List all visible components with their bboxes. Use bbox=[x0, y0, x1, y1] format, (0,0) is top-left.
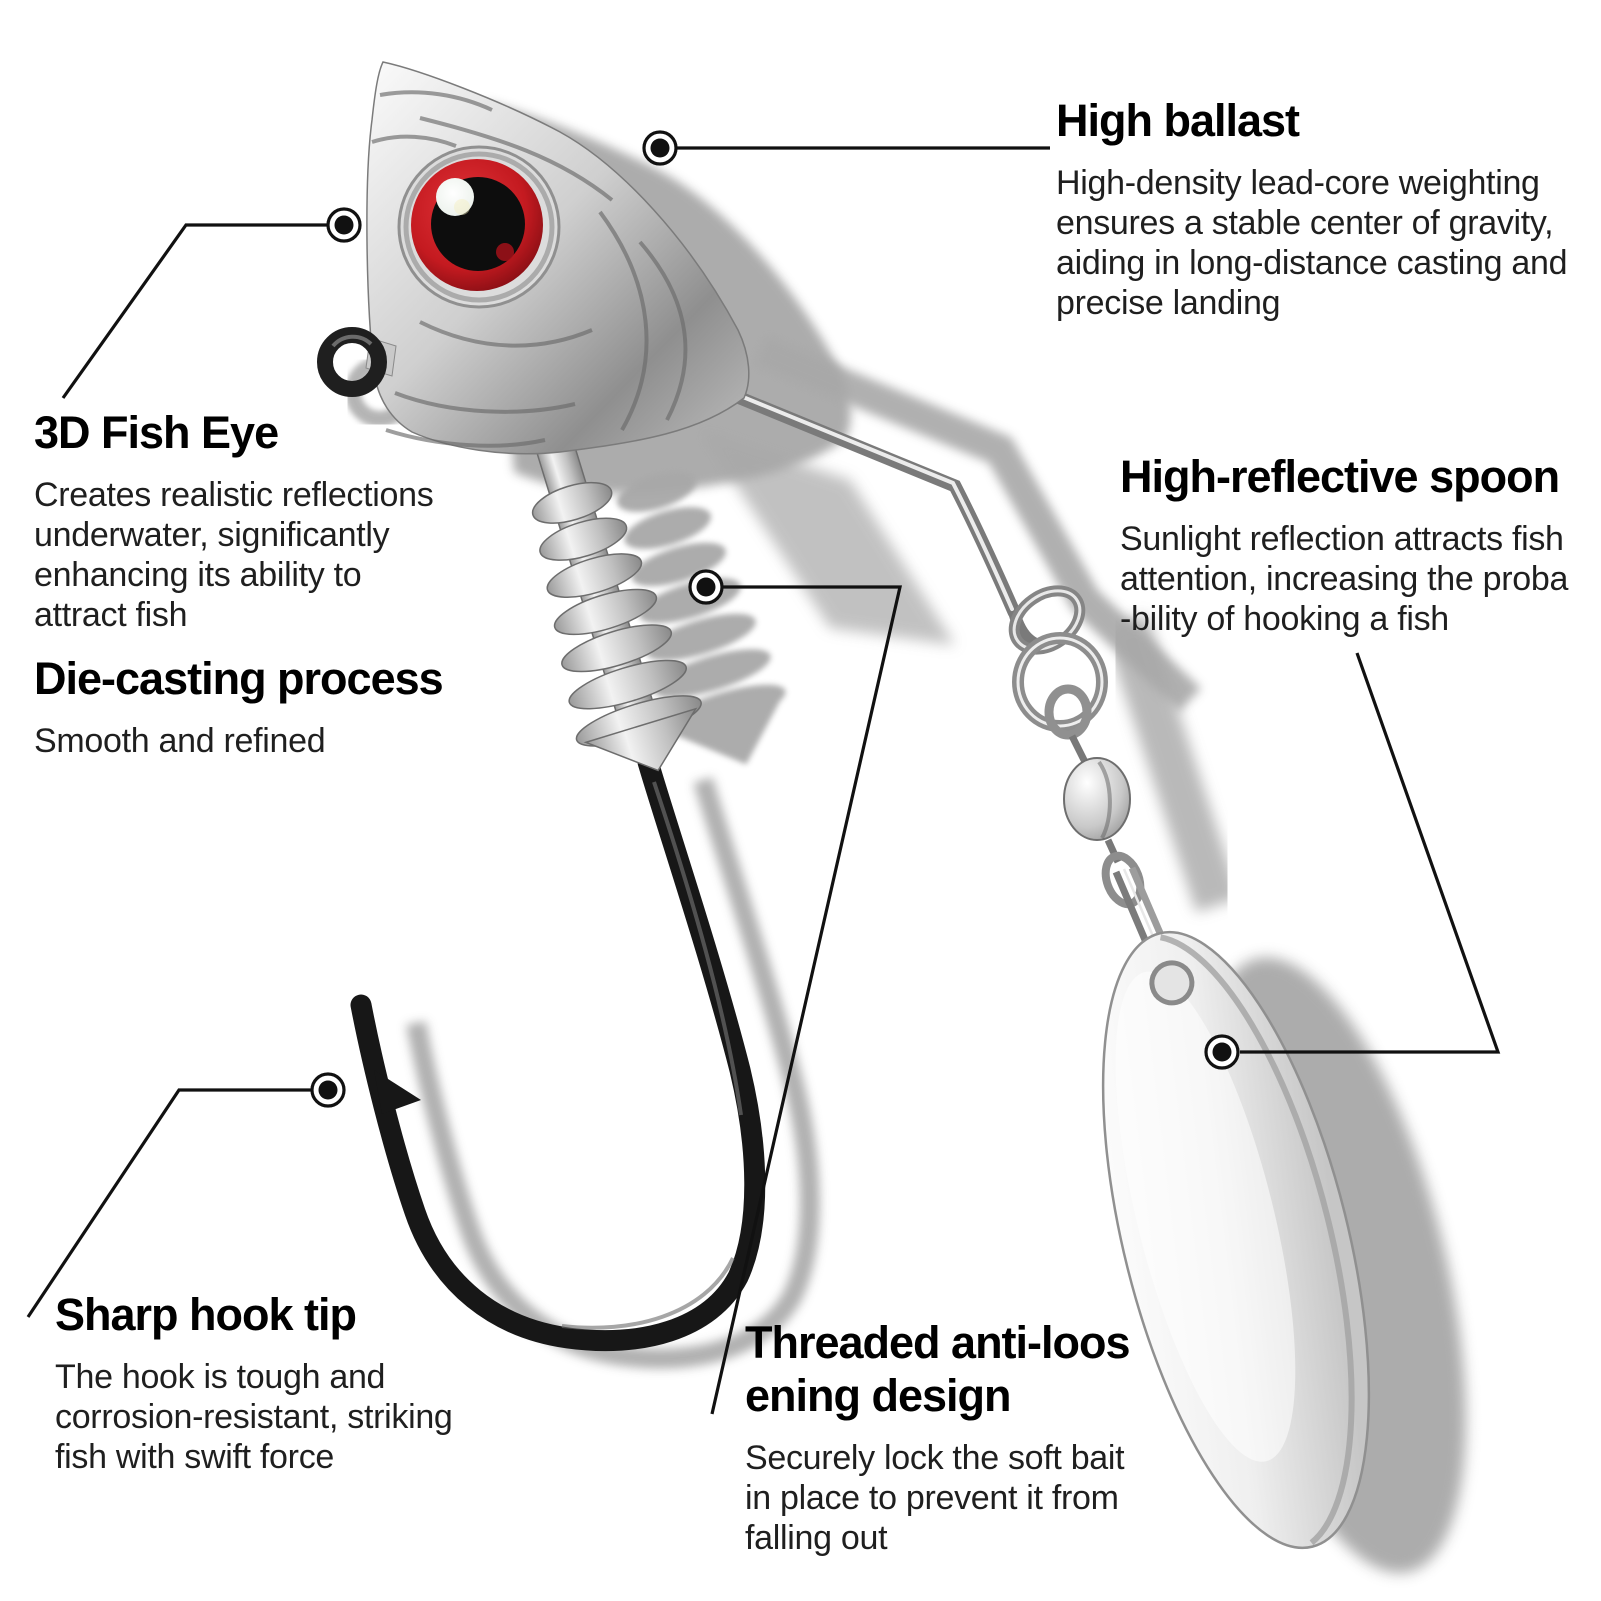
hook-barb bbox=[374, 1070, 421, 1114]
callout-title: Die-casting process bbox=[34, 653, 444, 704]
callout-markers bbox=[310, 130, 1240, 1108]
callout-body: Creates realistic reflections underwater… bbox=[34, 476, 434, 634]
hook bbox=[350, 751, 766, 1352]
leader-spoon bbox=[1240, 652, 1501, 1054]
marker-fish-eye bbox=[326, 207, 362, 243]
leader-threaded bbox=[710, 585, 903, 1415]
callout-reflective-spoon: High-reflective spoon Sunlight reflectio… bbox=[1120, 450, 1568, 639]
callout-die-casting: Die-casting process Smooth and refined bbox=[34, 652, 444, 761]
swivel-bead bbox=[1063, 757, 1131, 841]
spinner-wire bbox=[655, 359, 1021, 619]
leader-hook-tip bbox=[26, 1088, 312, 1318]
marker-hook-tip bbox=[310, 1072, 346, 1108]
callout-body: High-density lead-core weighting ensures… bbox=[1056, 164, 1568, 322]
line-tie-eyelet bbox=[317, 327, 397, 397]
callout-title: Sharp hook tip bbox=[55, 1289, 357, 1340]
callout-threaded-design: Threaded anti-loos ening design Securely… bbox=[745, 1316, 1131, 1558]
leader-fish-eye bbox=[61, 223, 328, 399]
callout-body: The hook is tough and corrosion-resistan… bbox=[55, 1358, 453, 1476]
marker-spoon bbox=[1204, 1034, 1240, 1070]
threaded-keeper bbox=[531, 434, 702, 772]
callout-body: Securely lock the soft bait in place to … bbox=[745, 1439, 1125, 1557]
spoon-blade bbox=[1101, 930, 1371, 1550]
jig-head bbox=[317, 61, 750, 455]
marker-high-ballast bbox=[642, 130, 678, 166]
eye-highlight bbox=[436, 178, 474, 216]
blade-hole bbox=[1149, 960, 1195, 1006]
callout-title: Threaded anti-loos ening design bbox=[745, 1317, 1131, 1421]
callout-high-ballast: High ballast High-density lead-core weig… bbox=[1056, 94, 1568, 323]
callout-body: Sunlight reflection attracts fish attent… bbox=[1120, 520, 1569, 638]
callout-sharp-hook-tip: Sharp hook tip The hook is tough and cor… bbox=[55, 1288, 453, 1477]
swivel-assembly bbox=[1008, 585, 1180, 977]
head-texture-lines bbox=[371, 90, 688, 448]
fish-eye bbox=[397, 145, 561, 309]
callout-fish-eye: 3D Fish Eye Creates realistic reflection… bbox=[34, 406, 434, 635]
callout-title: High ballast bbox=[1056, 95, 1300, 146]
marker-threaded bbox=[688, 569, 724, 605]
callout-lines bbox=[26, 146, 1501, 1415]
callout-title: High-reflective spoon bbox=[1120, 451, 1560, 502]
callout-title: 3D Fish Eye bbox=[34, 407, 279, 458]
callout-body: Smooth and refined bbox=[34, 722, 326, 760]
link-ring bbox=[1044, 684, 1092, 740]
